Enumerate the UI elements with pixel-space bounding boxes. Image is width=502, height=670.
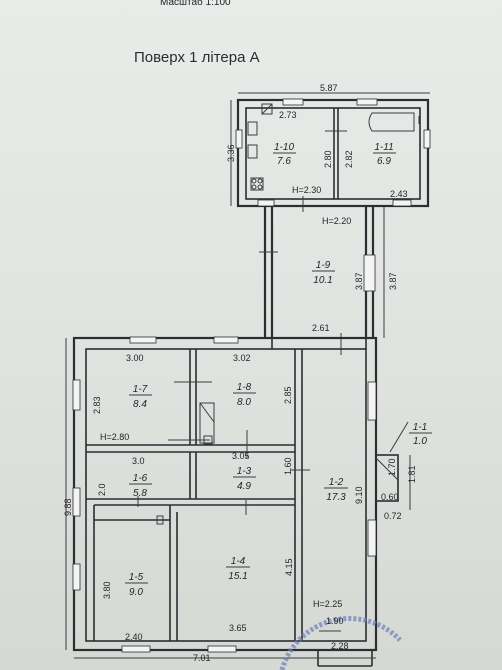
dim-r12-height: 9.10 — [354, 486, 364, 504]
room-1-6-id: 1-6 — [133, 473, 148, 484]
dim-r16-width: 3.0 — [132, 456, 145, 466]
dim-r111-height: 2.82 — [344, 150, 354, 168]
room-1-2-area: 17.3 — [326, 492, 346, 503]
scale-label: Масштаб 1:100 — [160, 0, 231, 8]
dim-r12-bottom: 1.90 — [326, 616, 344, 626]
room-1-4-area: 15.1 — [228, 571, 247, 582]
dim-main-ceiling: H=2.80 — [100, 432, 129, 442]
sink-icon — [247, 144, 258, 159]
room-1-1-area: 1.0 — [413, 436, 427, 447]
room-1-3-id: 1-3 — [237, 466, 252, 477]
room-1-10-area: 7.6 — [277, 156, 291, 167]
room-labels: 1-10 7.6 1-11 6.9 1-9 10.1 1-7 8.4 1-8 8… — [125, 142, 432, 598]
dim-corridor-width: 2.61 — [312, 323, 330, 333]
room-1-8-label: 1-8 8.0 — [233, 382, 256, 408]
dim-corridor-ceiling: H=2.20 — [322, 216, 351, 226]
room-1-7-area: 8.4 — [133, 399, 147, 410]
dimension-lines — [65, 92, 430, 659]
room-1-3-label: 1-3 4.9 — [233, 466, 256, 492]
dim-r110-width: 2.73 — [279, 110, 297, 120]
room-1-5-label: 1-5 9.0 — [125, 572, 148, 598]
dim-r111-width: 2.43 — [390, 189, 408, 199]
plan-title: Поверх 1 літера А — [134, 49, 260, 66]
room-1-11-area: 6.9 — [377, 156, 391, 167]
dim-r110-height: 2.80 — [323, 150, 333, 168]
room-1-2-label: 1-2 17.3 — [324, 477, 348, 503]
dim-r17-width: 3.00 — [126, 353, 144, 363]
dim-total-width: 7.01 — [193, 653, 211, 663]
room-1-5-area: 9.0 — [129, 587, 143, 598]
room-1-7-id: 1-7 — [133, 384, 148, 395]
dim-annex-height: 3.36 — [226, 144, 236, 162]
dim-r18-width: 3.02 — [233, 353, 251, 363]
dim-annex-ceiling: H=2.30 — [292, 185, 321, 195]
dim-corridor-outer: 3.87 — [388, 272, 398, 290]
room-1-7-label: 1-7 8.4 — [129, 384, 152, 410]
dim-r17-height: 2.83 — [92, 396, 102, 414]
dim-porch-width: 0.60 — [381, 492, 399, 502]
annex-block — [235, 98, 431, 212]
dim-bottom-right: 2.28 — [331, 641, 349, 651]
main-block — [72, 336, 399, 653]
vent-icon — [261, 103, 273, 115]
dim-top-width: 5.87 — [320, 83, 338, 93]
stamp-seal — [279, 616, 402, 670]
room-1-4-id: 1-4 — [231, 556, 246, 567]
dim-r12-ceiling: H=2.25 — [313, 599, 342, 609]
room-1-10-label: 1-10 7.6 — [273, 142, 296, 167]
dim-r13-width: 3.05 — [232, 451, 250, 461]
dim-r15-width: 2.40 — [125, 632, 143, 642]
room-1-11-label: 1-11 6.9 — [373, 142, 396, 167]
room-1-3-area: 4.9 — [237, 481, 251, 492]
dim-r16-height: 2.0 — [97, 483, 107, 496]
stove-icon — [199, 402, 215, 444]
dim-r18-height: 2.85 — [283, 386, 293, 404]
room-1-4-label: 1-4 15.1 — [226, 556, 250, 582]
room-1-9-id: 1-9 — [316, 260, 331, 271]
dim-main-height: 9.88 — [63, 498, 73, 516]
room-1-6-label: 1-6 5.8 — [129, 473, 152, 499]
dim-porch-height: 1.70 — [387, 458, 397, 476]
dim-corridor-inner: 3.87 — [354, 272, 364, 290]
room-1-1-label: 1-1 1.0 — [409, 422, 432, 447]
dim-r13-height: 1.60 — [283, 457, 293, 475]
room-1-1-id: 1-1 — [413, 422, 427, 433]
dim-r14-width: 3.65 — [229, 623, 247, 633]
dim-r14-height: 4.15 — [284, 558, 294, 576]
room-1-11-id: 1-11 — [374, 142, 393, 153]
room-1-2-id: 1-2 — [329, 477, 344, 488]
room-1-8-area: 8.0 — [237, 397, 251, 408]
dimension-labels: 5.87 2.73 3.36 2.80 2.82 2.43 H=2.30 H=2… — [63, 83, 417, 663]
bathtub-icon — [368, 112, 415, 132]
room-1-8-id: 1-8 — [237, 382, 252, 393]
boiler-icon — [247, 121, 258, 136]
room-1-6-area: 5.8 — [133, 488, 147, 499]
corridor-block — [259, 206, 376, 355]
room-1-5-id: 1-5 — [129, 572, 144, 583]
room-1-9-area: 10.1 — [313, 275, 332, 286]
dim-porch-offset: 0.72 — [384, 511, 402, 521]
room-1-9-label: 1-9 10.1 — [312, 260, 335, 286]
room-1-10-id: 1-10 — [274, 142, 294, 153]
dim-r15-height: 3.80 — [102, 581, 112, 599]
stove-icon — [250, 177, 264, 191]
porch-block — [375, 454, 399, 502]
dim-porch-outer: 1.81 — [407, 465, 417, 483]
